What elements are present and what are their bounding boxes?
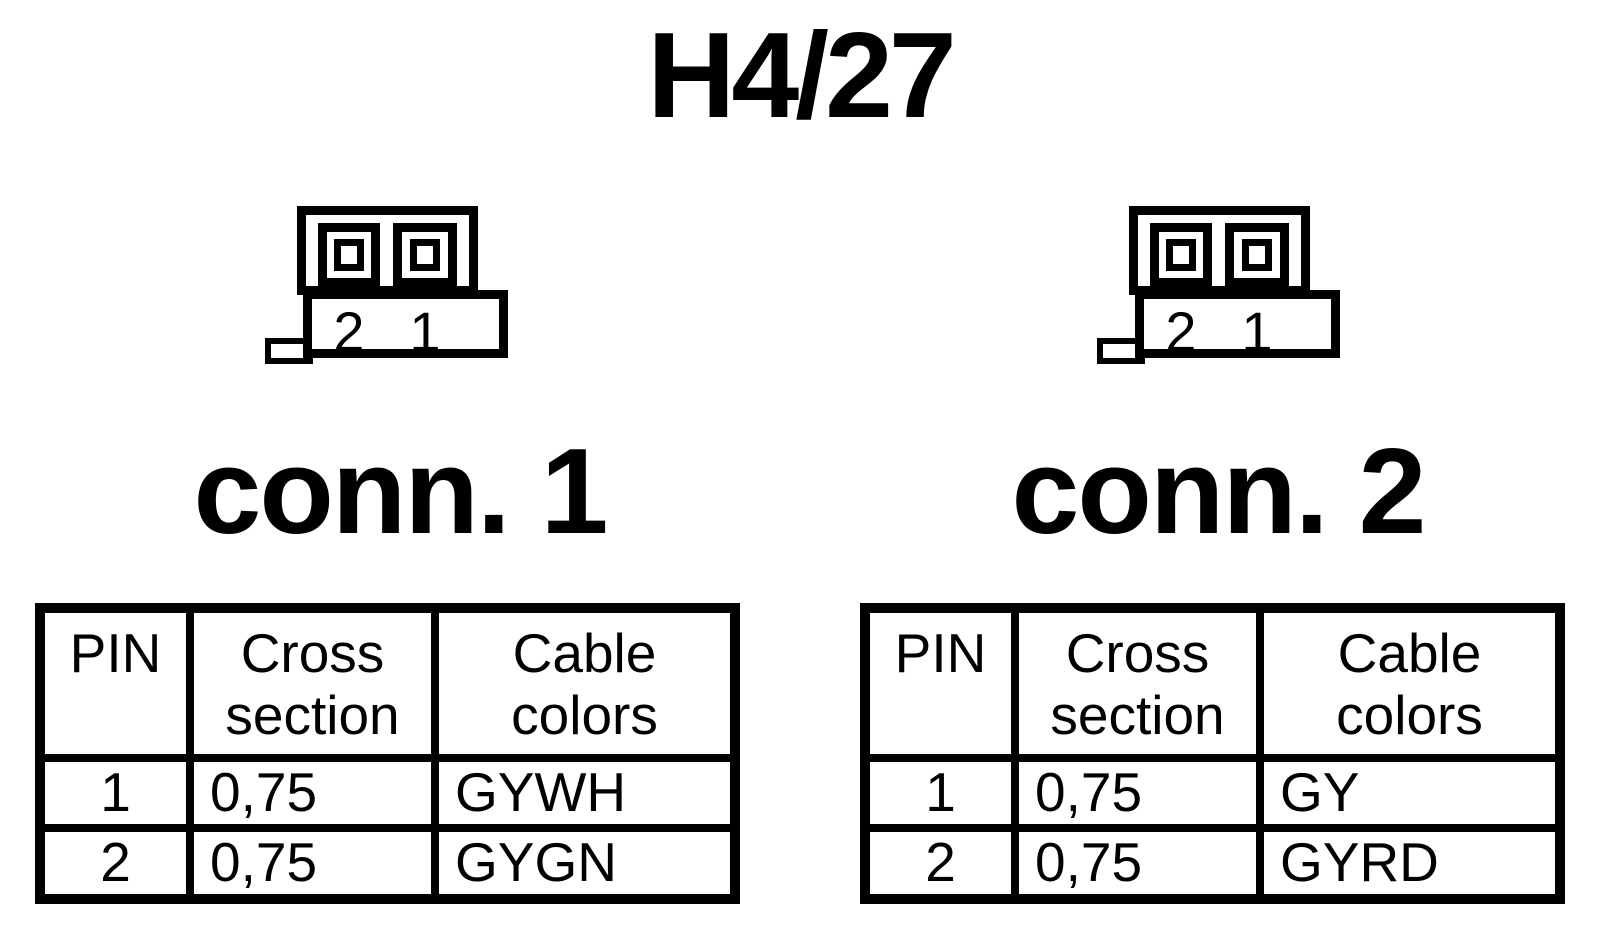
cable-colors-cell: GYGN	[431, 824, 739, 903]
pin-cell: 2	[36, 824, 194, 903]
connector-1-pin-table-container: PIN Cross section Cable colors 1 0,75 GY…	[35, 603, 740, 904]
connector-2-pin-2-label: 2	[1165, 300, 1197, 363]
connector-2-pin-table: PIN Cross section Cable colors 1 0,75 GY…	[860, 603, 1565, 904]
table-row: 2 0,75 GYRD	[861, 824, 1564, 903]
table-row: 1 0,75 GY	[861, 754, 1564, 832]
pin-cell: 1	[861, 754, 1019, 832]
cable-colors-cell: GYWH	[431, 754, 739, 832]
header-cable-colors: Cable colors	[431, 604, 739, 762]
connector-1-pin-2-label: 2	[333, 300, 365, 363]
cross-section-cell: 0,75	[186, 754, 439, 832]
cross-section-cell: 0,75	[186, 824, 439, 903]
connector-1-socket-2-terminal	[334, 239, 364, 271]
connector-2-pin-table-container: PIN Cross section Cable colors 1 0,75 GY…	[860, 603, 1565, 904]
connector-2-socket-2	[1150, 223, 1212, 287]
connector-1-diagram: 2 1	[265, 206, 510, 364]
page-title: H4/27	[647, 7, 957, 143]
header-pin: PIN	[36, 604, 194, 762]
cross-section-cell: 0,75	[1011, 824, 1264, 903]
connector-2-label: conn. 2	[1011, 423, 1426, 559]
connector-1-label: conn. 1	[193, 423, 608, 559]
connector-1-socket-1	[393, 223, 457, 287]
connector-1-pin-table: PIN Cross section Cable colors 1 0,75 GY…	[35, 603, 740, 904]
header-cross-section: Cross section	[186, 604, 439, 762]
connector-1-socket-1-terminal	[410, 239, 440, 271]
connector-1-body	[303, 290, 508, 358]
cable-colors-cell: GY	[1256, 754, 1564, 832]
table-row: 1 0,75 GYWH	[36, 754, 739, 832]
header-pin: PIN	[861, 604, 1019, 762]
connector-2-body	[1135, 290, 1340, 358]
pin-cell: 1	[36, 754, 194, 832]
connector-2-diagram: 2 1	[1097, 206, 1342, 364]
cross-section-cell: 0,75	[1011, 754, 1264, 832]
cable-colors-cell: GYRD	[1256, 824, 1564, 903]
connector-2-socket-2-terminal	[1166, 239, 1196, 271]
connector-1-pin-1-label: 1	[409, 300, 441, 363]
table-header-row: PIN Cross section Cable colors	[36, 604, 739, 762]
table-row: 2 0,75 GYGN	[36, 824, 739, 903]
header-cross-section: Cross section	[1011, 604, 1264, 762]
connector-2-pin-1-label: 1	[1241, 300, 1273, 363]
connector-1-socket-2	[318, 223, 380, 287]
pin-cell: 2	[861, 824, 1019, 903]
table-header-row: PIN Cross section Cable colors	[861, 604, 1564, 762]
header-cable-colors: Cable colors	[1256, 604, 1564, 762]
connector-2-socket-1	[1225, 223, 1289, 287]
connector-2-socket-1-terminal	[1242, 239, 1272, 271]
